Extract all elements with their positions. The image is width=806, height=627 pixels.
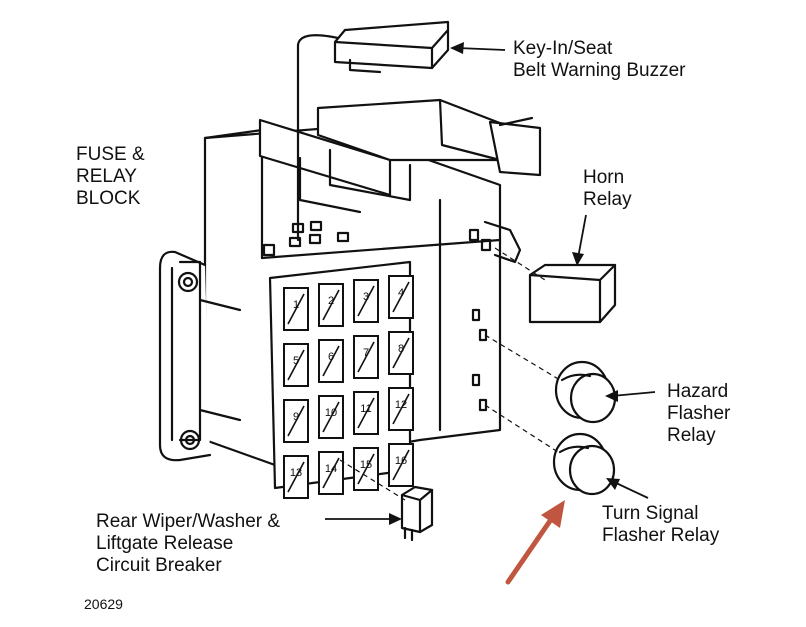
fuse-slot-11: 11 (353, 391, 379, 435)
fuse-number: 16 (395, 455, 407, 467)
fuse-number: 8 (398, 343, 404, 355)
fuse-number: 13 (290, 467, 302, 479)
fuse-slot-12: 12 (388, 387, 414, 431)
fuse-number: 11 (360, 403, 371, 415)
fuse-number: 1 (293, 299, 299, 311)
figure-number: 20629 (84, 596, 123, 612)
fuse-slot-2: 2 (318, 283, 344, 327)
turn-signal-flasher-relay-component (552, 432, 616, 496)
hazard-flasher-relay-component (554, 360, 617, 424)
fuse-slot-13: 13 (283, 455, 309, 499)
fuse-relay-block-label: FUSE & RELAY BLOCK (76, 144, 145, 209)
turn-signal-relay-label: Turn Signal Flasher Relay (602, 503, 720, 546)
fuse-number: 5 (293, 355, 299, 367)
installation-guide-lines (339, 247, 561, 501)
fuse-slot-8: 8 (388, 331, 414, 375)
fuse-number: 6 (328, 351, 334, 363)
fuse-number: 4 (398, 287, 404, 299)
fuse-slot-1: 1 (283, 287, 309, 331)
horn-relay-component (528, 263, 617, 324)
warning-buzzer-component (333, 20, 450, 74)
leader-arrows (325, 47, 656, 520)
fuse-slot-3: 3 (353, 279, 379, 323)
fuse-slot-6: 6 (318, 339, 344, 383)
fuse-slot-10: 10 (318, 395, 344, 439)
fuse-number: 10 (325, 407, 337, 419)
fuse-slot-7: 7 (353, 335, 379, 379)
fuse-number: 2 (328, 295, 334, 307)
hazard-relay-label: Hazard Flasher Relay (667, 381, 731, 446)
mounting-bracket (158, 250, 242, 462)
leader-arrowheads (389, 42, 620, 525)
fuse-number: 12 (395, 399, 407, 411)
fuse-number: 7 (363, 347, 369, 359)
fuse-slot-16: 16 (388, 443, 414, 487)
fuse-slot-14: 14 (318, 451, 344, 495)
fuse-slot-15: 15 (353, 447, 379, 491)
buzzer-wire (296, 34, 340, 242)
fuse-slot-4: 4 (388, 275, 414, 319)
fuse-slot-9: 9 (283, 399, 309, 443)
fuse-number: 15 (360, 459, 372, 471)
circuit-breaker-component (400, 485, 434, 542)
horn-relay-label: Horn Relay (583, 167, 632, 210)
highlight-arrow (505, 500, 565, 585)
circuit-breaker-label: Rear Wiper/Washer & Liftgate Release Cir… (96, 511, 281, 576)
buzzer-label: Key-In/Seat Belt Warning Buzzer (513, 38, 686, 81)
fuse-number: 9 (293, 411, 299, 423)
fuse-number: 3 (363, 291, 369, 303)
fuse-slot-5: 5 (283, 343, 309, 387)
fuse-number: 14 (325, 463, 337, 475)
